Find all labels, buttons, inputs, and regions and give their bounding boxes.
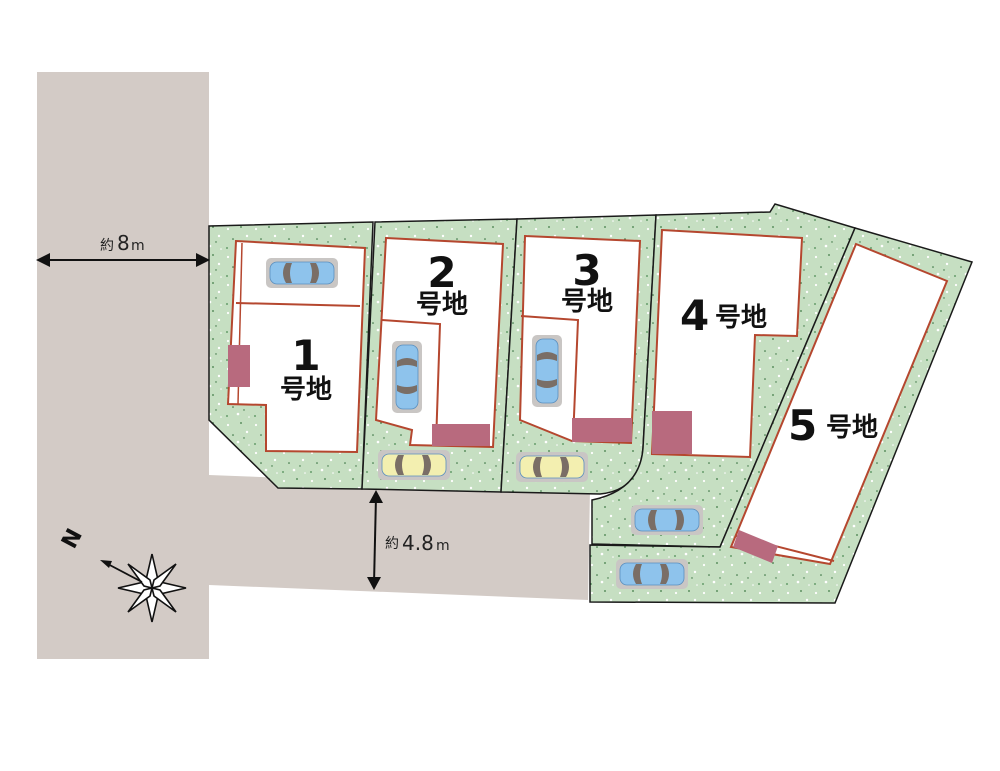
svg-text:号地: 号地 bbox=[826, 413, 878, 443]
lot-5[interactable] bbox=[589, 227, 974, 604]
svg-text:約: 約 bbox=[100, 238, 114, 254]
car-lot-4 bbox=[630, 504, 704, 536]
road-west bbox=[37, 72, 209, 659]
car-lot-3b bbox=[515, 451, 589, 483]
south-road-dimension: 約 4.8 m bbox=[367, 490, 450, 590]
svg-text:1: 1 bbox=[291, 331, 320, 380]
arrow-down-icon bbox=[367, 577, 381, 590]
lot-5-label: 5 号地 bbox=[788, 401, 878, 450]
lot-1[interactable] bbox=[208, 221, 374, 490]
lot-2-label: 2 号地 bbox=[416, 248, 468, 320]
svg-text:号地: 号地 bbox=[280, 375, 332, 405]
svg-text:3: 3 bbox=[572, 246, 601, 295]
road-south bbox=[209, 475, 590, 600]
svg-text:8: 8 bbox=[117, 231, 130, 255]
svg-text:m: m bbox=[436, 538, 450, 554]
car-lot-2a bbox=[391, 340, 423, 414]
entrance-lot-1 bbox=[228, 345, 250, 387]
car-lot-5 bbox=[615, 558, 689, 590]
svg-text:号地: 号地 bbox=[715, 303, 767, 333]
car-lot-2b bbox=[377, 449, 451, 481]
svg-text:号地: 号地 bbox=[561, 287, 613, 317]
entrance-lot-5 bbox=[733, 530, 778, 563]
lot-1-label: 1 号地 bbox=[280, 331, 332, 405]
entrance-lot-2 bbox=[432, 424, 490, 446]
car-lot-1 bbox=[265, 257, 339, 289]
lot-4-label: 4 号地 bbox=[680, 291, 767, 340]
svg-text:m: m bbox=[131, 238, 145, 254]
arrow-right-icon bbox=[196, 253, 210, 267]
lot-4[interactable] bbox=[591, 203, 857, 548]
svg-text:4: 4 bbox=[680, 291, 709, 340]
svg-text:号地: 号地 bbox=[416, 290, 468, 320]
arrow-left-icon bbox=[36, 253, 50, 267]
entrance-lot-3 bbox=[572, 418, 632, 442]
west-road-dimension: 約 8 m bbox=[36, 231, 210, 267]
lot-3-label: 3 号地 bbox=[561, 246, 613, 317]
svg-text:約: 約 bbox=[385, 536, 399, 552]
svg-text:5: 5 bbox=[788, 401, 817, 450]
arrow-up-icon bbox=[369, 490, 383, 503]
svg-text:4.8: 4.8 bbox=[402, 531, 434, 555]
lot-3[interactable] bbox=[500, 214, 657, 495]
svg-text:2: 2 bbox=[427, 248, 456, 297]
entrance-lot-4 bbox=[652, 411, 692, 454]
car-lot-3a bbox=[531, 334, 563, 408]
